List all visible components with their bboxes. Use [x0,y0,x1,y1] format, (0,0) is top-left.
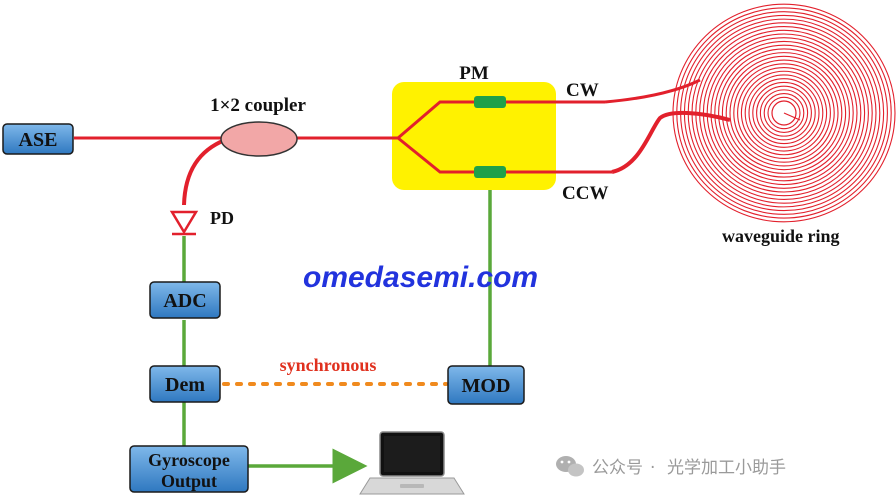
laptop-icon [359,431,465,495]
ring-turn [737,66,831,160]
ring-turn [733,63,835,163]
watermark: omedasemi.com [303,261,538,294]
pm-label: PM [459,63,489,84]
phase-modulator-bottom [474,166,506,178]
ring-turn [721,52,847,174]
mod-box: MOD [447,365,525,405]
ring-turn [714,44,854,182]
ccw-label: CCW [562,183,608,204]
coupler [220,121,298,157]
footer-account-name: 光学加工小助手 [667,458,786,478]
dem-label: Dem [165,374,205,396]
ring-turn [763,93,805,133]
ring-turn [756,85,812,141]
gyro-label-line2: Output [161,471,217,491]
ring-turn [725,55,843,171]
ring-turn [744,74,824,152]
fiber-lines [74,78,731,206]
mod-label: MOD [462,375,511,397]
adc-label: ADC [163,290,206,312]
ring-turn [759,89,809,137]
ring-turn [672,3,896,223]
cw-label: CW [566,80,599,101]
ring-turn [683,14,885,212]
gyro-label-line1: Gyroscope [148,450,230,470]
ring-turn [676,7,892,219]
pd-label: PD [210,208,234,228]
phase-modulator-top [474,96,506,108]
ase-label: ASE [19,129,58,151]
dem-box: Dem [149,365,221,403]
sync-label: synchronous [280,355,377,375]
footer: 公众号 · 光学加工小助手 [556,456,786,478]
ring-turn [710,40,858,186]
ring-turn [748,78,820,148]
ring-turn [702,33,866,193]
ring-turn [767,96,801,130]
ase-box: ASE [2,123,74,155]
ring-label: waveguide ring [722,226,840,246]
pd-diode-icon [169,210,199,236]
footer-separator: · [650,458,655,478]
footer-account-type: 公众号 [592,458,643,478]
ring-turn [699,29,869,197]
adc-box: ADC [149,281,221,319]
electrical-lines [182,190,492,484]
ring-turn [695,26,873,200]
coupler-label: 1×2 coupler [210,95,306,116]
ring-turn [706,37,862,189]
gyroscope-output-box: Gyroscope Output [129,445,249,493]
wechat-icon [556,456,584,477]
ring-inner-lead [783,112,801,121]
ring-turn [691,22,877,204]
ring-turn [680,11,888,215]
ring-turn [718,48,850,178]
ring-turn [752,81,816,145]
ring-turn [740,70,828,156]
ring-turn [729,59,839,167]
ring-turn [687,18,881,208]
waveguide-ring [672,3,896,223]
